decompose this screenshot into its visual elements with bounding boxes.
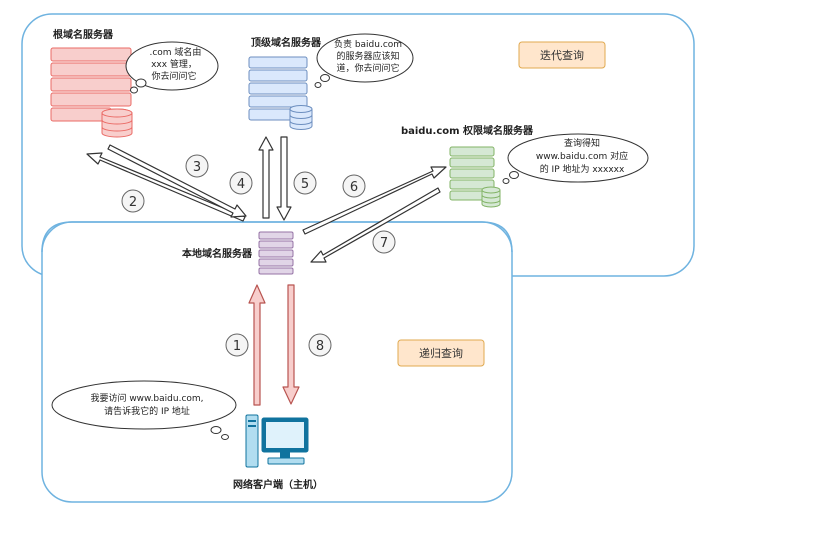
svg-text:迭代查询: 迭代查询: [540, 48, 584, 62]
authoritative-server-icon: [449, 146, 501, 208]
arrow-step-1: [248, 284, 266, 406]
arrow-step-2: [86, 152, 246, 222]
arrow-step-3: [107, 144, 247, 218]
step-badge-7: 7: [372, 230, 396, 254]
root-speech-bubble: .com 域名由 xxx 管理， 你去问问它: [125, 41, 219, 94]
arrow-step-4: [258, 136, 274, 219]
authoritative-speech-bubble: 查询得知 www.baidu.com 对应 的 IP 地址为 xxxxxx: [502, 133, 649, 184]
client-label: 网络客户端（主机）: [233, 478, 323, 491]
client-speech-bubble: 我要访问 www.baidu.com, 请告诉我它的 IP 地址: [51, 380, 237, 440]
recursive-query-tag: 递归查询: [397, 339, 485, 367]
authoritative-bubble-line-2: www.baidu.com 对应: [536, 150, 628, 162]
local-server-icon: [258, 231, 294, 275]
svg-text:6: 6: [350, 180, 358, 195]
step-badge-3: 3: [185, 154, 209, 178]
arrow-step-8: [282, 284, 300, 405]
tld-bubble-line-2: 的服务器应该知: [336, 50, 399, 62]
root-bubble-line-2: xxx 管理，: [151, 58, 197, 70]
step-badge-6: 6: [342, 174, 366, 198]
step-badge-1: 1: [225, 333, 249, 357]
tld-server-icon: [248, 56, 313, 130]
root-bubble-line-3: 你去问问它: [151, 70, 196, 82]
iterative-query-tag: 迭代查询: [518, 41, 606, 69]
step-badge-2: 2: [121, 189, 145, 213]
svg-text:5: 5: [301, 177, 309, 192]
svg-text:7: 7: [380, 236, 388, 251]
arrow-step-6: [302, 166, 447, 235]
svg-text:4: 4: [237, 177, 245, 192]
client-bubble-line-1: 我要访问 www.baidu.com,: [90, 392, 203, 404]
client-bubble-line-2: 请告诉我它的 IP 地址: [104, 405, 190, 417]
authoritative-bubble-line-1: 查询得知: [564, 137, 600, 149]
local-server-label: 本地域名服务器: [182, 247, 253, 260]
svg-text:8: 8: [316, 339, 324, 354]
arrow-step-5: [276, 136, 292, 221]
authoritative-server-label: baidu.com 权限域名服务器: [401, 124, 534, 137]
step-badge-8: 8: [308, 333, 332, 357]
authoritative-bubble-line-3: 的 IP 地址为 xxxxxx: [540, 163, 625, 175]
svg-text:1: 1: [233, 339, 241, 354]
arrow-step-7: [310, 187, 441, 263]
root-server-icon: [50, 47, 133, 138]
step-badge-5: 5: [293, 171, 317, 195]
svg-text:2: 2: [129, 195, 137, 210]
root-server-label: 根域名服务器: [53, 28, 114, 41]
tld-bubble-line-1: 负责 baidu.com: [334, 38, 402, 50]
tld-bubble-line-3: 道，你去问问它: [336, 62, 399, 74]
tld-server-label: 顶级域名服务器: [251, 36, 322, 49]
root-bubble-line-1: .com 域名由: [147, 46, 202, 58]
step-badge-4: 4: [229, 171, 253, 195]
svg-text:递归查询: 递归查询: [419, 346, 463, 360]
svg-text:3: 3: [193, 160, 201, 175]
client-computer-icon: [245, 414, 309, 468]
tld-speech-bubble: 负责 baidu.com 的服务器应该知 道，你去问问它: [314, 33, 414, 88]
